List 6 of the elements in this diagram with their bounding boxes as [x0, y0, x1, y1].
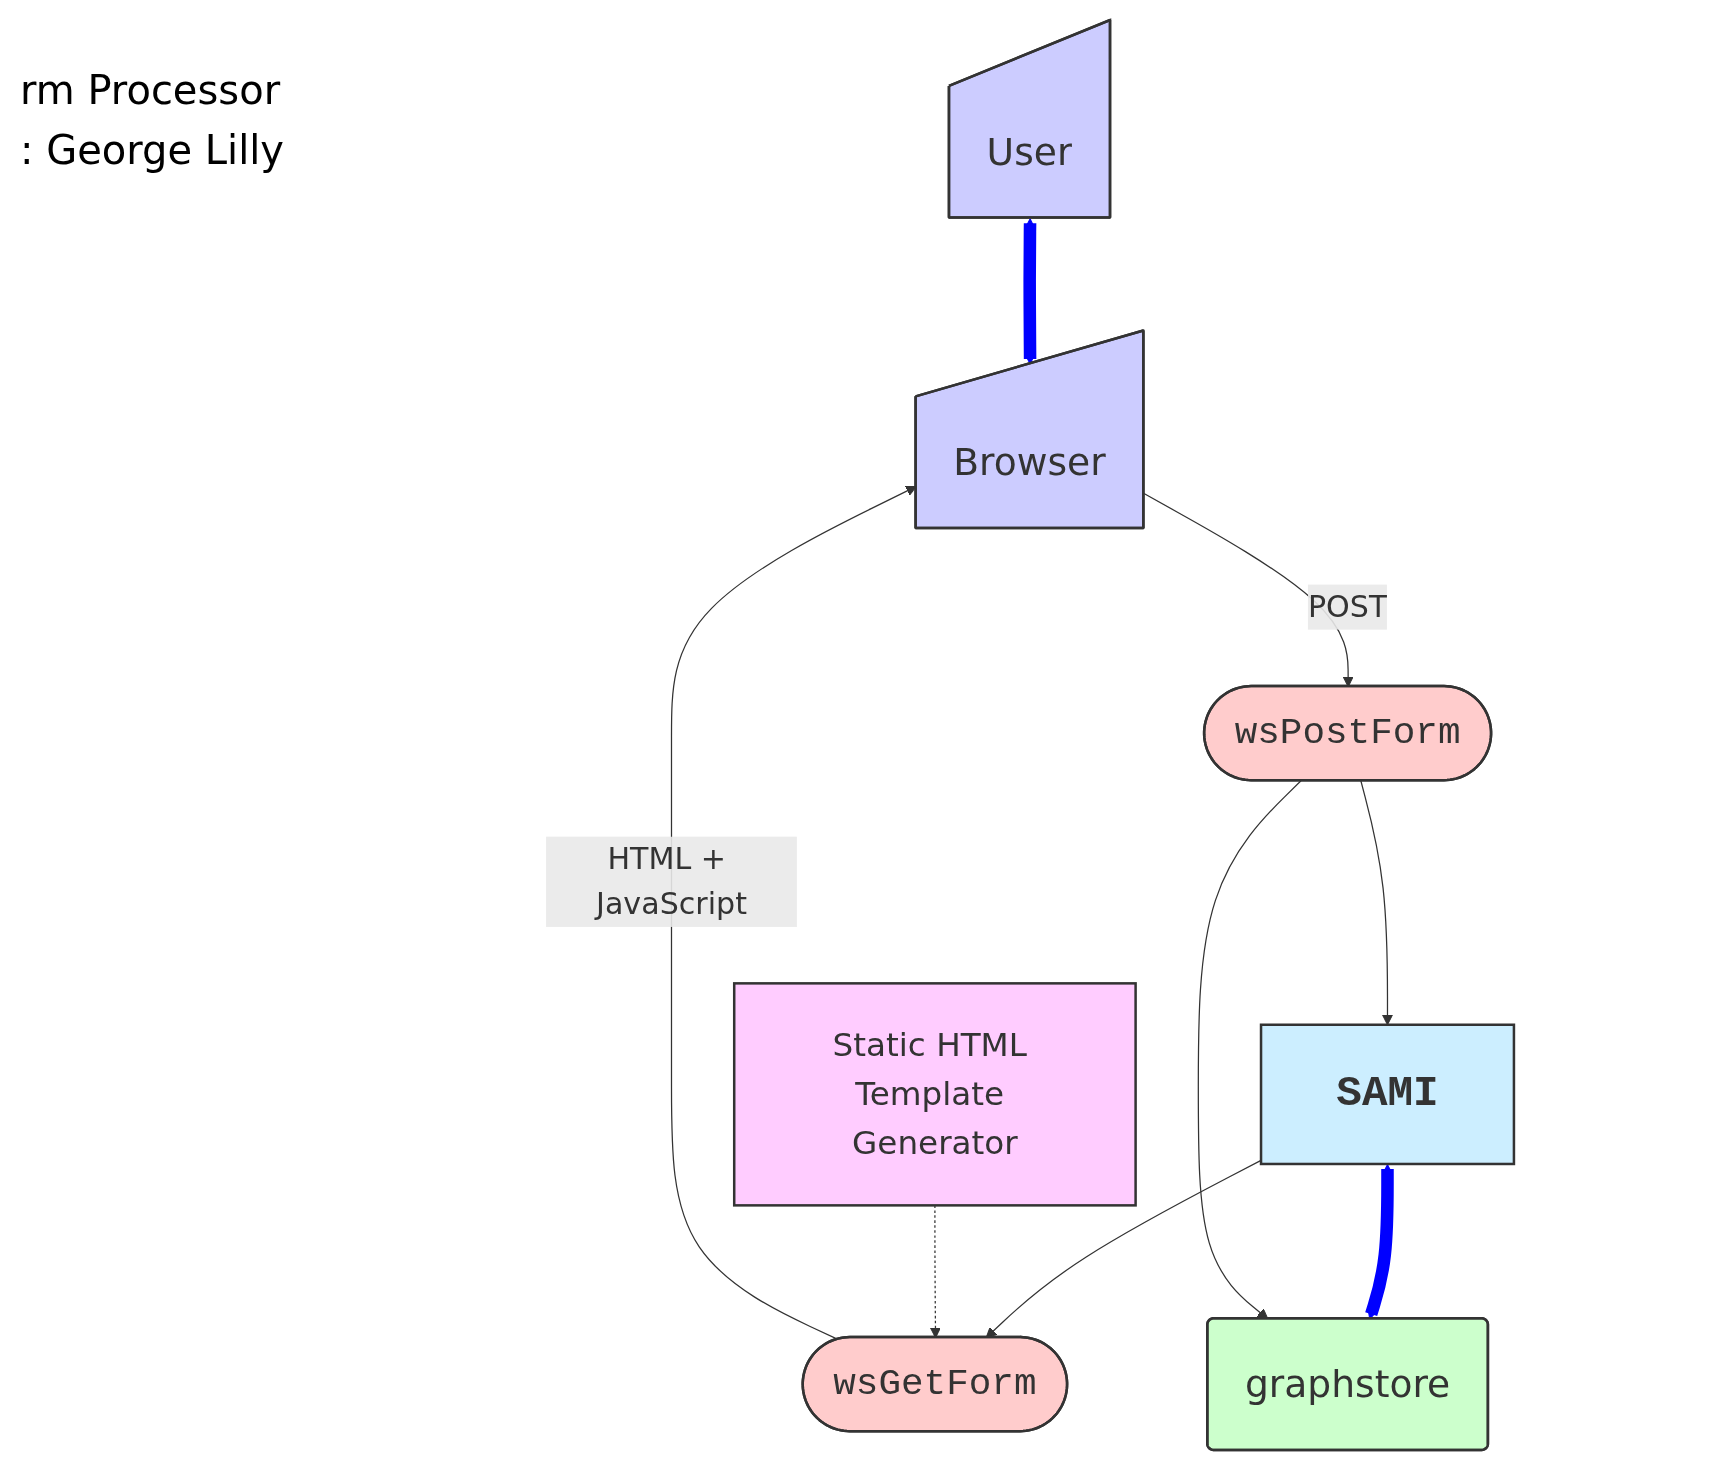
title-text: : George Lilly — [20, 126, 285, 175]
edge-label: HTML + JavaScript — [596, 841, 747, 922]
title-text: rm Processor — [20, 66, 282, 115]
edge-label: POST — [1307, 589, 1388, 625]
node-box: Static HTML Template Generator — [732, 982, 1137, 1207]
node-box: SAMI — [1259, 1023, 1516, 1166]
